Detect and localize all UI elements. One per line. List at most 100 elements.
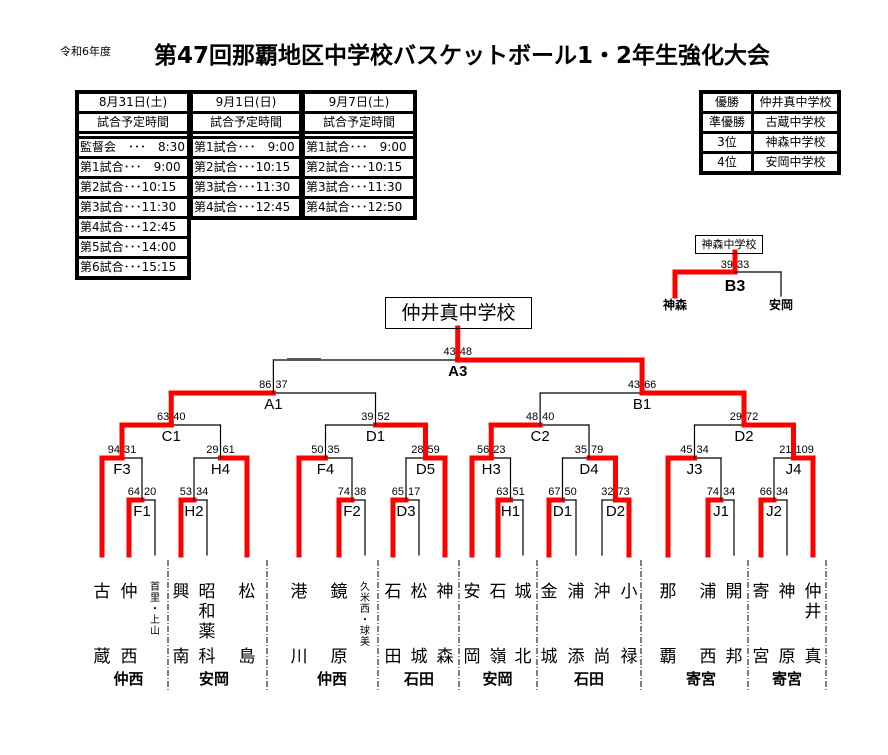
match-label: B1 [633, 396, 651, 413]
match-label: J1 [713, 503, 729, 520]
match-label: D1 [553, 503, 572, 520]
team-name-char: 禄 [620, 647, 638, 667]
match-label: F3 [113, 461, 131, 478]
result-school: 神森中学校 [754, 134, 837, 151]
score: 34 [776, 486, 788, 498]
score: 74 [338, 486, 350, 498]
score: 50 [565, 486, 577, 498]
schedule-row: 監督会 ･･･ 8:30 [79, 139, 187, 156]
score: 45 [680, 444, 692, 456]
team-name-char: 添 [567, 647, 585, 667]
team-name-char: 上 [150, 615, 160, 626]
result-rank: 4位 [703, 154, 751, 171]
team-name-char: 石 [384, 582, 402, 602]
team-name-char: 球 [360, 626, 370, 637]
match-label: F1 [133, 503, 151, 520]
score: 63 [157, 411, 169, 423]
score: 33 [737, 259, 749, 271]
team-name-char: 古 [93, 582, 111, 602]
schedule-row: 第1試合･･･ 9:00 [79, 159, 187, 176]
group-label: 仲西 [316, 670, 348, 688]
team-name-char: 宮 [752, 647, 770, 667]
team-name-char: 森 [436, 647, 454, 667]
score: 38 [354, 486, 366, 498]
score: 17 [408, 486, 420, 498]
team-name-char: 興 [172, 582, 190, 602]
schedule-date: 9月7日(土) [305, 94, 413, 111]
schedule-row: 第1試合･･･ 9:00 [193, 139, 299, 156]
team-name-char: 邦 [725, 647, 743, 667]
score: 51 [513, 486, 525, 498]
team-name-char: 真 [804, 647, 822, 667]
schedule-date: 8月31日(土) [79, 94, 187, 111]
match-label: D3 [396, 503, 415, 520]
result-school: 古蔵中学校 [754, 114, 837, 131]
match-label: H2 [184, 503, 203, 520]
score: 35 [328, 444, 340, 456]
team-name-char: 開 [725, 582, 743, 602]
team-name-char: 和 [198, 602, 216, 622]
team-name-char: 城 [514, 582, 532, 602]
team-name-char: 小 [620, 582, 638, 602]
team-name-char: 浦 [567, 582, 585, 602]
score: 109 [796, 444, 814, 456]
third-place-team: 神森 [662, 298, 688, 312]
score: 64 [128, 486, 140, 498]
match-label: B3 [725, 278, 746, 295]
era-label: 令和6年度 [60, 45, 111, 58]
score: 37 [275, 379, 287, 391]
score: 52 [378, 411, 390, 423]
score: 35 [575, 444, 587, 456]
score: 56 [477, 444, 489, 456]
champion-box: 仲井真中学校 [385, 297, 532, 329]
team-name-char: 金 [540, 582, 558, 602]
score: 79 [591, 444, 603, 456]
score: 28 [411, 444, 423, 456]
score: 31 [124, 444, 136, 456]
group-label: 仲西 [113, 670, 144, 688]
match-label: J4 [786, 461, 802, 478]
score: 66 [760, 486, 772, 498]
group-label: 寄宮 [771, 670, 803, 688]
team-name-char: 西 [699, 647, 717, 667]
team-name-char: 蔵 [93, 647, 111, 667]
match-label: D5 [416, 461, 435, 478]
team-name-char: 川 [290, 647, 308, 667]
team-name-char: 浦 [699, 582, 717, 602]
team-name-char: 松 [410, 582, 428, 602]
result-rank: 準優勝 [703, 114, 751, 131]
score: 48 [460, 346, 472, 358]
team-name-char: 原 [778, 647, 796, 667]
team-name-char: ・ [150, 604, 160, 615]
match-label: D2 [734, 428, 753, 445]
match-label: H4 [211, 461, 230, 478]
bracket-mark [287, 358, 321, 361]
score: 39 [721, 259, 733, 271]
group-label: 寄宮 [685, 670, 717, 688]
match-label: F4 [317, 461, 335, 478]
schedule-row: 第4試合･･･12:45 [79, 219, 187, 236]
schedule-row: 第4試合･･･12:45 [193, 199, 299, 216]
score: 73 [618, 486, 630, 498]
score: 39 [361, 411, 373, 423]
match-label: C2 [531, 428, 550, 445]
match-label: D4 [579, 461, 598, 478]
result-school: 安岡中学校 [754, 154, 837, 171]
team-name-char: 岡 [463, 647, 481, 667]
team-name-char: 島 [238, 647, 256, 667]
team-name-char: 北 [514, 647, 532, 667]
third-place-team: 安岡 [768, 298, 794, 312]
schedule-caption: 試合予定時間 [79, 114, 187, 131]
page-title: 第47回那覇地区中学校バスケットボール1・2年生強化大会 [154, 43, 771, 69]
score: 61 [223, 444, 235, 456]
result-rank: 優勝 [703, 94, 751, 111]
score: 48 [526, 411, 538, 423]
score: 63 [496, 486, 508, 498]
score: 94 [108, 444, 120, 456]
schedule-caption: 試合予定時間 [193, 114, 299, 131]
result-school: 仲井真中学校 [754, 94, 837, 111]
